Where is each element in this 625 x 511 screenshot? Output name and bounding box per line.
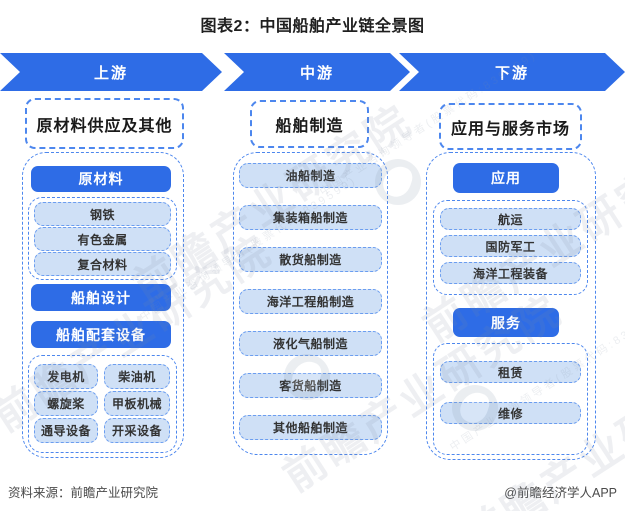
- equipment-item: 发电机: [34, 364, 98, 389]
- equipment-item: 螺旋桨: [34, 391, 98, 416]
- stage-arrow-downstream: 下游: [399, 53, 625, 91]
- equipment-item: 开采设备: [104, 418, 170, 443]
- upstream-header-equipment: 船舶配套设备: [31, 321, 171, 348]
- ship-type-item: 其他船舶制造: [239, 415, 382, 440]
- upstream-header-design: 船舶设计: [31, 284, 171, 311]
- stage-label-downstream: 下游: [494, 64, 529, 82]
- downstream-applications-group: [433, 200, 588, 295]
- application-item: 航运: [440, 208, 581, 230]
- ship-type-item: 液化气船制造: [239, 331, 382, 356]
- midstream-column-title: 船舶制造: [250, 100, 369, 148]
- service-item: 租赁: [440, 361, 581, 383]
- source-credit: 资料来源：前瞻产业研究院: [8, 486, 159, 500]
- equipment-item: 柴油机: [104, 364, 170, 389]
- ship-type-item: 客货船制造: [239, 373, 382, 398]
- upstream-materials-group: [28, 197, 177, 280]
- ship-type-item: 散货船制造: [239, 247, 382, 272]
- stage-arrow-upstream: 上游: [0, 53, 222, 91]
- upstream-header-materials: 原材料: [31, 166, 171, 192]
- downstream-services-group: [433, 343, 588, 455]
- app-credit: @前瞻经济学人APP: [504, 486, 617, 500]
- stage-label-midstream: 中游: [299, 64, 334, 82]
- stage-arrow-midstream: 中游: [224, 53, 410, 91]
- service-item: 维修: [440, 402, 581, 424]
- page-title: 图表2：中国船舶产业链全景图: [200, 18, 425, 35]
- downstream-container: [426, 152, 596, 460]
- material-item: 复合材料: [34, 252, 171, 276]
- midstream-container: [233, 152, 388, 455]
- downstream-column-title: 应用与服务市场: [439, 103, 582, 150]
- material-item: 有色金属: [34, 227, 171, 251]
- ship-type-item: 油船制造: [239, 163, 382, 188]
- ship-type-item: 海洋工程船制造: [239, 289, 382, 314]
- upstream-equipment-group: [28, 355, 177, 453]
- application-item: 海洋工程装备: [440, 262, 581, 284]
- ship-type-item: 集装箱船制造: [239, 205, 382, 230]
- downstream-header-service: 服务: [453, 308, 559, 337]
- downstream-header-application: 应用: [453, 163, 559, 193]
- material-item: 钢铁: [34, 202, 171, 226]
- application-item: 国防军工: [440, 235, 581, 257]
- upstream-container: [22, 152, 184, 458]
- equipment-item: 甲板机械: [104, 391, 170, 416]
- equipment-item: 通导设备: [34, 418, 98, 443]
- upstream-column-title: 原材料供应及其他: [25, 98, 184, 149]
- stage-label-upstream: 上游: [93, 64, 128, 82]
